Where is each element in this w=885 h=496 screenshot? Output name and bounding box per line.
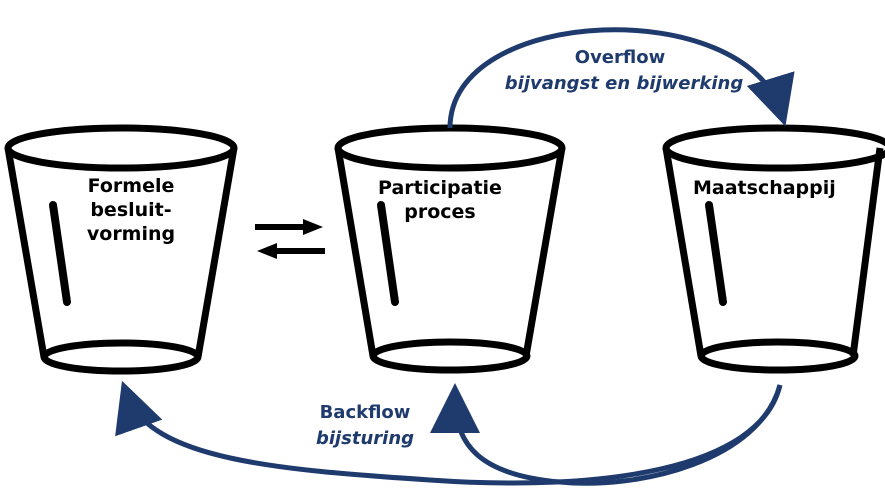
label-line: besluit- bbox=[90, 199, 172, 221]
overflow-subtitle: bijvangst en bijwerking bbox=[504, 73, 744, 94]
label-line: vorming bbox=[86, 223, 176, 245]
cup-label-formele-besluitvorming: Formele besluit- vorming bbox=[66, 174, 196, 246]
backflow-title: Backflow bbox=[319, 402, 411, 423]
overflow-arrow bbox=[447, 27, 795, 129]
cup-formele-besluitvorming bbox=[4, 124, 238, 375]
label-line: Participatie bbox=[378, 177, 502, 199]
overflow-title: Overflow bbox=[574, 47, 666, 68]
cup-label-participatie-proces: Participatie proces bbox=[378, 176, 502, 224]
backflow-arrow-to-participatie bbox=[430, 383, 783, 486]
cup-label-maatschappij: Maatschappij bbox=[693, 176, 836, 200]
double-arrow-icon bbox=[255, 219, 325, 259]
label-line: Formele bbox=[87, 175, 175, 197]
cup-maatschappij bbox=[662, 124, 885, 374]
backflow-subtitle: bijsturing bbox=[315, 428, 415, 449]
label-line: Maatschappij bbox=[693, 177, 836, 199]
backflow-arrow-to-formele bbox=[115, 380, 783, 486]
label-line: proces bbox=[404, 201, 476, 223]
cup-participatie-proces bbox=[334, 124, 566, 374]
